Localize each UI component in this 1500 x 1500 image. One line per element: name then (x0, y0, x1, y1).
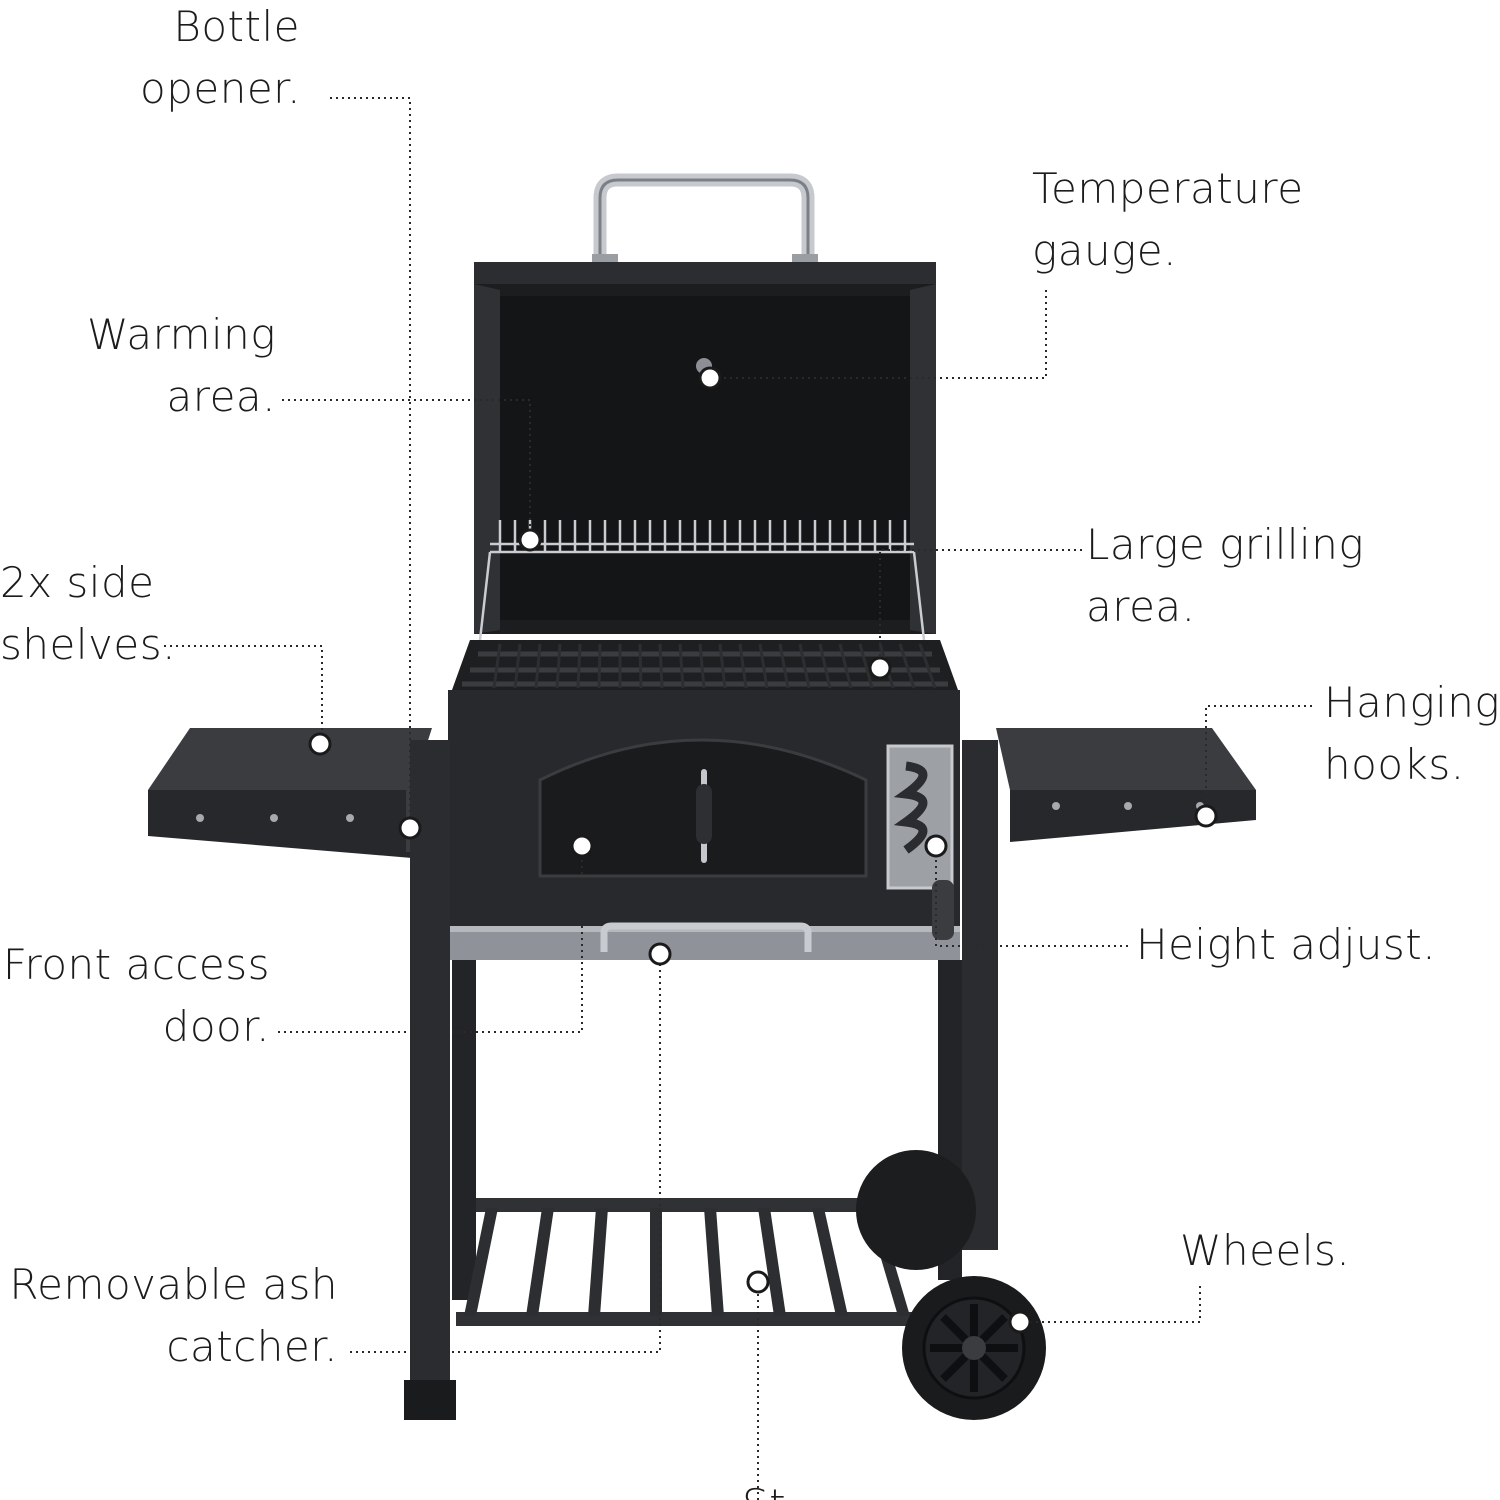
label-wheels: Wheels. (1180, 1220, 1380, 1282)
leader-temperature-gauge (710, 290, 1047, 379)
label-line: gauge. (1032, 226, 1177, 275)
dot-wheels (1008, 1310, 1032, 1334)
label-line: Bottle (173, 2, 300, 51)
leader-ash-catcher (350, 954, 661, 1353)
leader-wheels (1020, 1286, 1201, 1323)
dot-ash-catcher (648, 942, 672, 966)
dot-side-shelves (308, 732, 332, 756)
leader-bottle-opener (330, 97, 411, 828)
label-line: opener. (140, 64, 301, 113)
leader-height-adjust (935, 846, 1128, 947)
label-line: 2x side (0, 558, 155, 607)
leader-front-access-door (278, 846, 583, 1033)
dot-hanging-hooks (1194, 804, 1218, 828)
label-line: Hanging (1324, 678, 1500, 727)
label-line: area. (166, 372, 276, 421)
label-line: Temperature (1032, 164, 1304, 213)
label-side-shelves: 2x side shelves. (0, 552, 176, 676)
label-line: Removable ash (9, 1260, 338, 1309)
label-storage: St... (742, 1474, 862, 1500)
label-line: hooks. (1324, 740, 1465, 789)
label-line: Large grilling (1086, 520, 1365, 569)
label-temperature-gauge: Temperature gauge. (1032, 158, 1332, 282)
label-line: Wheels. (1180, 1226, 1351, 1275)
leader-warming-area (282, 399, 531, 540)
label-hanging-hooks: Hanging hooks. (1324, 672, 1500, 796)
label-warming-area: Warming area. (70, 304, 276, 428)
label-line: Front access (2, 940, 270, 989)
dot-warming-area (518, 528, 542, 552)
label-line: shelves. (0, 620, 176, 669)
grill-lid (474, 173, 936, 634)
label-height-adjust: Height adjust. (1136, 914, 1436, 976)
label-bottle-opener: Bottle opener. (140, 0, 300, 120)
label-grilling-area: Large grilling area. (1086, 514, 1386, 638)
label-line: Warming (86, 310, 276, 359)
label-line: door. (162, 1002, 270, 1051)
wheels (856, 1150, 1046, 1420)
right-side-shelf (996, 728, 1256, 842)
dot-storage (746, 1270, 770, 1294)
dot-bottle-opener (398, 816, 422, 840)
leader-grilling-area (879, 549, 1082, 668)
leader-lines (164, 97, 1312, 1500)
dot-height-adjust (924, 834, 948, 858)
label-front-access-door: Front access door. (0, 934, 270, 1058)
cooking-grate (452, 640, 958, 690)
label-line: St... (742, 1474, 862, 1500)
firebox (406, 690, 960, 960)
label-line: Height adjust. (1136, 920, 1437, 969)
left-side-shelf (148, 728, 432, 858)
dot-front-access-door (570, 834, 594, 858)
leader-side-shelves (164, 645, 323, 744)
label-line: catcher. (166, 1322, 338, 1371)
label-ash-catcher: Removable ash catcher. (0, 1254, 338, 1378)
dot-grilling-area (868, 656, 892, 680)
callout-dots (308, 366, 1218, 1334)
dot-temperature-gauge (698, 366, 722, 390)
label-line: area. (1086, 582, 1196, 631)
